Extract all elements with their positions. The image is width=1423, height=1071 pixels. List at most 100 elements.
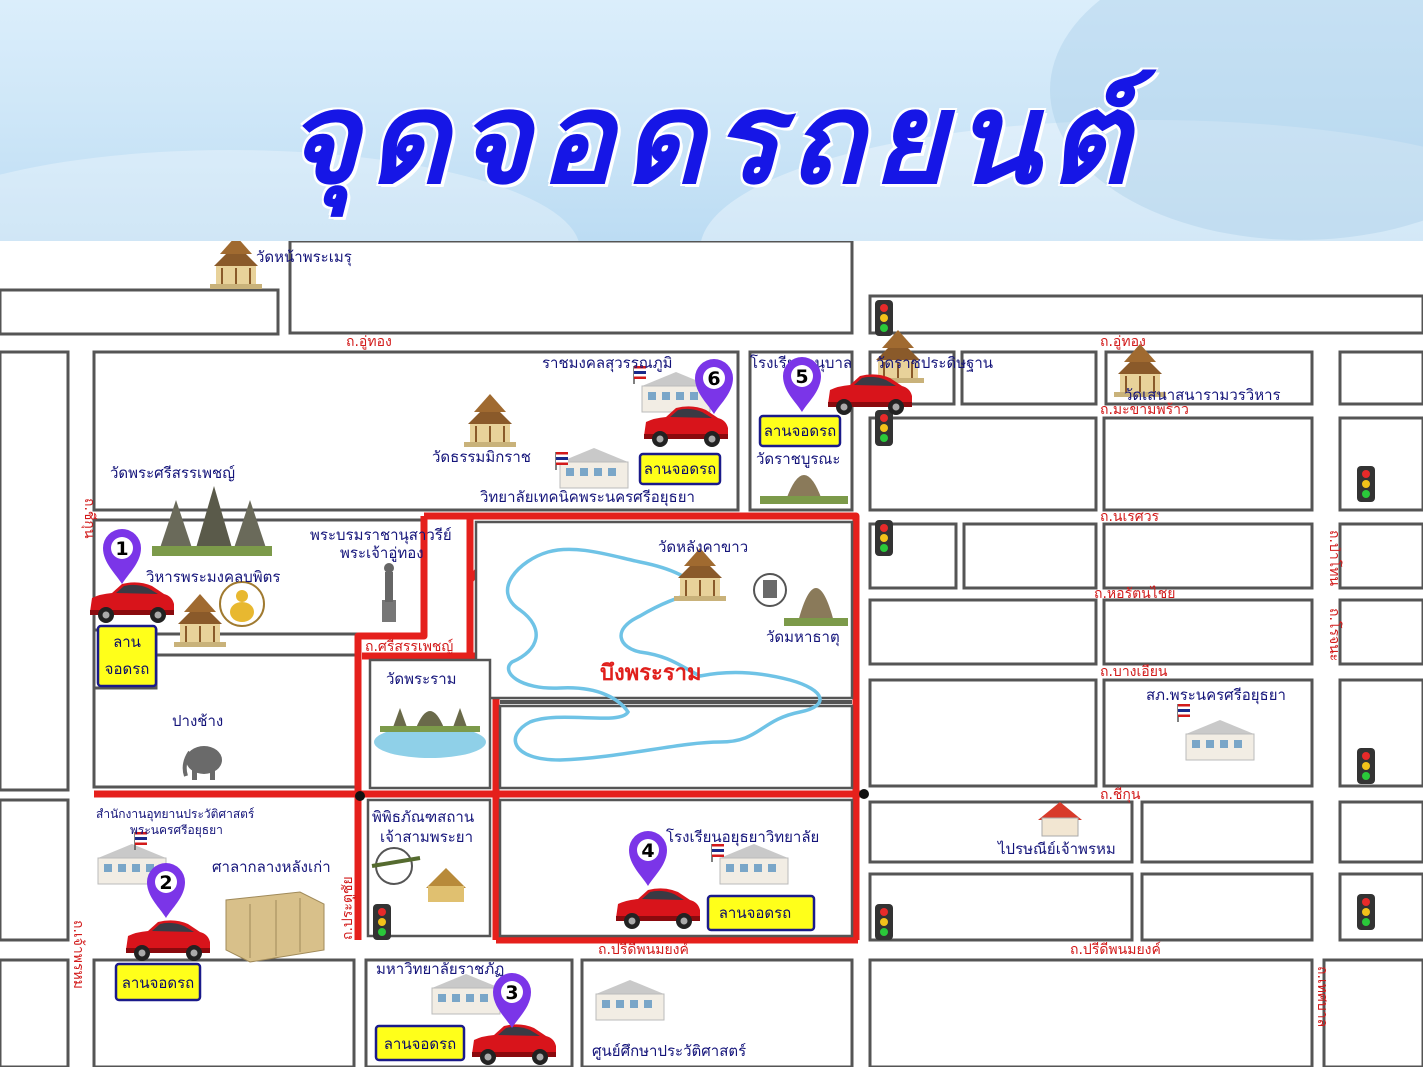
chedi-icon <box>152 486 272 556</box>
parking-lot-label: ลานจอดรถ <box>384 1035 457 1053</box>
pin-number: 1 <box>115 538 128 560</box>
street-blocks <box>0 239 1423 1069</box>
block <box>868 678 1098 788</box>
place-label: วิหารพระมงคลบพิตร <box>145 568 280 586</box>
block <box>868 872 1134 942</box>
block <box>1338 800 1423 864</box>
place-label: วัดหน้าพระเมรุ <box>256 248 352 267</box>
park-road <box>500 700 852 704</box>
block <box>1102 678 1314 788</box>
prang-icon <box>760 475 848 504</box>
parking-pin-5[interactable]: 5 <box>783 357 821 412</box>
traffic-light-icon <box>875 520 893 556</box>
parking-pin-2[interactable]: 2 <box>147 863 185 918</box>
parking-lot-box <box>114 962 202 1002</box>
road-label: ถ.ชีกุน <box>81 498 97 539</box>
place-label: เจ้าสามพระยา <box>380 828 473 846</box>
place-label: พระบรมราชานุสาวรีย์ <box>310 526 452 545</box>
parking-lot-box <box>96 624 158 688</box>
traffic-light-icon <box>373 904 391 940</box>
place-label: ไปรษณีย์เจ้าพรหม <box>997 840 1116 858</box>
traffic-light-icon <box>875 410 893 446</box>
route-segment <box>424 512 860 940</box>
parking-lot-box <box>638 452 722 486</box>
block <box>1338 522 1423 590</box>
road-label: ถ.บางเอียน <box>1100 664 1168 680</box>
block <box>1338 350 1423 406</box>
museum-icon <box>371 847 466 902</box>
block <box>1338 872 1423 942</box>
parking-lot-4[interactable]: ลานจอดรถ <box>706 894 816 932</box>
pin-number: 2 <box>159 872 172 894</box>
parking-pin-4[interactable]: 4 <box>629 831 667 886</box>
temple-icon <box>209 235 263 290</box>
block <box>1140 872 1314 942</box>
block <box>1140 800 1314 864</box>
block <box>868 416 1098 512</box>
road-label: ถ.อู่ทอง <box>1100 334 1146 350</box>
parking-pin-1[interactable]: 1 <box>103 529 141 584</box>
parking-lot-2[interactable]: ลานจอดรถ <box>114 962 202 1002</box>
city-hall-icon <box>225 891 325 963</box>
place-label: วัดธรรมมิกราช <box>432 448 531 466</box>
place-label: มหาวิทยาลัยราชภัฏ <box>376 960 504 978</box>
parking-lot-5[interactable]: ลานจอดรถ <box>758 414 842 448</box>
place-label: พระเจ้าอู่ทอง <box>340 544 424 562</box>
place-label: วัดเสนาสนารามวรวิหาร <box>1124 386 1281 404</box>
place-label: พระนครศรีอยุธยา <box>130 823 223 838</box>
parking-pin-6[interactable]: 6 <box>695 359 733 414</box>
block <box>962 522 1098 590</box>
road-label: ถ.เทศบาล <box>1314 966 1330 1027</box>
place-label: สภ.พระนครศรีอยุธยา <box>1146 686 1286 705</box>
parking-lot-1[interactable]: ลาน จอดรถ <box>96 624 158 688</box>
road-labels: ถ.อู่ทอง ถ.อู่ทอง ถ.มะขามพร้าว ถ.นเรศวร … <box>70 334 1343 1027</box>
parking-lot-3[interactable]: ลานจอดรถ <box>374 1024 466 1062</box>
parking-lot-box <box>758 414 842 448</box>
road-label: ถ.ประตูชัย <box>340 876 356 940</box>
parking-lot-label: จอดรถ <box>105 660 150 678</box>
block <box>1102 416 1314 512</box>
block <box>1102 522 1314 590</box>
junction-dot <box>355 791 365 801</box>
parking-lot-6[interactable]: ลานจอดรถ <box>638 452 722 486</box>
road-label: ถ.นเรศวร <box>1100 509 1160 525</box>
block <box>0 958 70 1069</box>
pin-number: 5 <box>795 366 808 388</box>
block <box>1338 416 1423 512</box>
road-label: ถ.โรจนะ <box>1326 608 1343 661</box>
block <box>960 350 1098 406</box>
parking-lot-label: ลานจอดรถ <box>644 460 717 478</box>
elephant-icon <box>182 746 222 780</box>
place-label: วัดพระราม <box>386 670 457 688</box>
block <box>1338 598 1423 666</box>
traffic-light-icon <box>1357 894 1375 930</box>
traffic-light-icon <box>875 300 893 336</box>
traffic-light-icon <box>875 904 893 940</box>
parking-pin-3[interactable]: 3 <box>493 973 531 1028</box>
parking-pins: 1 2 3 4 5 6 <box>103 357 821 1028</box>
wat-phra-ram-icon <box>374 708 486 758</box>
pin-number: 4 <box>641 840 654 862</box>
road-label: ถ.เจ้าพรหม <box>70 920 86 989</box>
header-banner: จุดจอดรถยนต์ <box>0 0 1423 241</box>
post-office-icon <box>1038 802 1082 837</box>
block <box>92 350 740 512</box>
place-label: โรงเรียนอยุธยาวิทยาลัย <box>666 828 819 847</box>
block <box>0 288 280 336</box>
place-label: ศูนย์ศึกษาประวัติศาสตร์ <box>592 1042 746 1060</box>
parking-lot-label: ลานจอดรถ <box>764 422 837 440</box>
place-label: ราชมงคลสุวรรณภูมิ <box>542 354 672 373</box>
block <box>868 800 1134 864</box>
block <box>288 239 854 335</box>
block <box>0 350 70 792</box>
place-label: พิพิธภัณฑสถาน <box>372 808 474 826</box>
place-label: วิทยาลัยเทคนิคพระนครศรีอยุธยา <box>479 488 695 507</box>
place-label: วัดราชบูรณะ <box>756 450 840 468</box>
car-icon <box>126 920 210 961</box>
parking-lots: ลาน จอดรถ ลานจอดรถ ลานจอดรถ ลานจอดรถ ลาน… <box>96 414 842 1062</box>
block <box>868 958 1314 1069</box>
block <box>868 598 1098 666</box>
place-label: วัดมหาธาตุ <box>766 628 840 647</box>
road-label: ถ.ปรีดีพนมยงค์ <box>598 941 689 958</box>
road-label: ถ.ปรีดีพนมยงค์ <box>1070 941 1161 958</box>
